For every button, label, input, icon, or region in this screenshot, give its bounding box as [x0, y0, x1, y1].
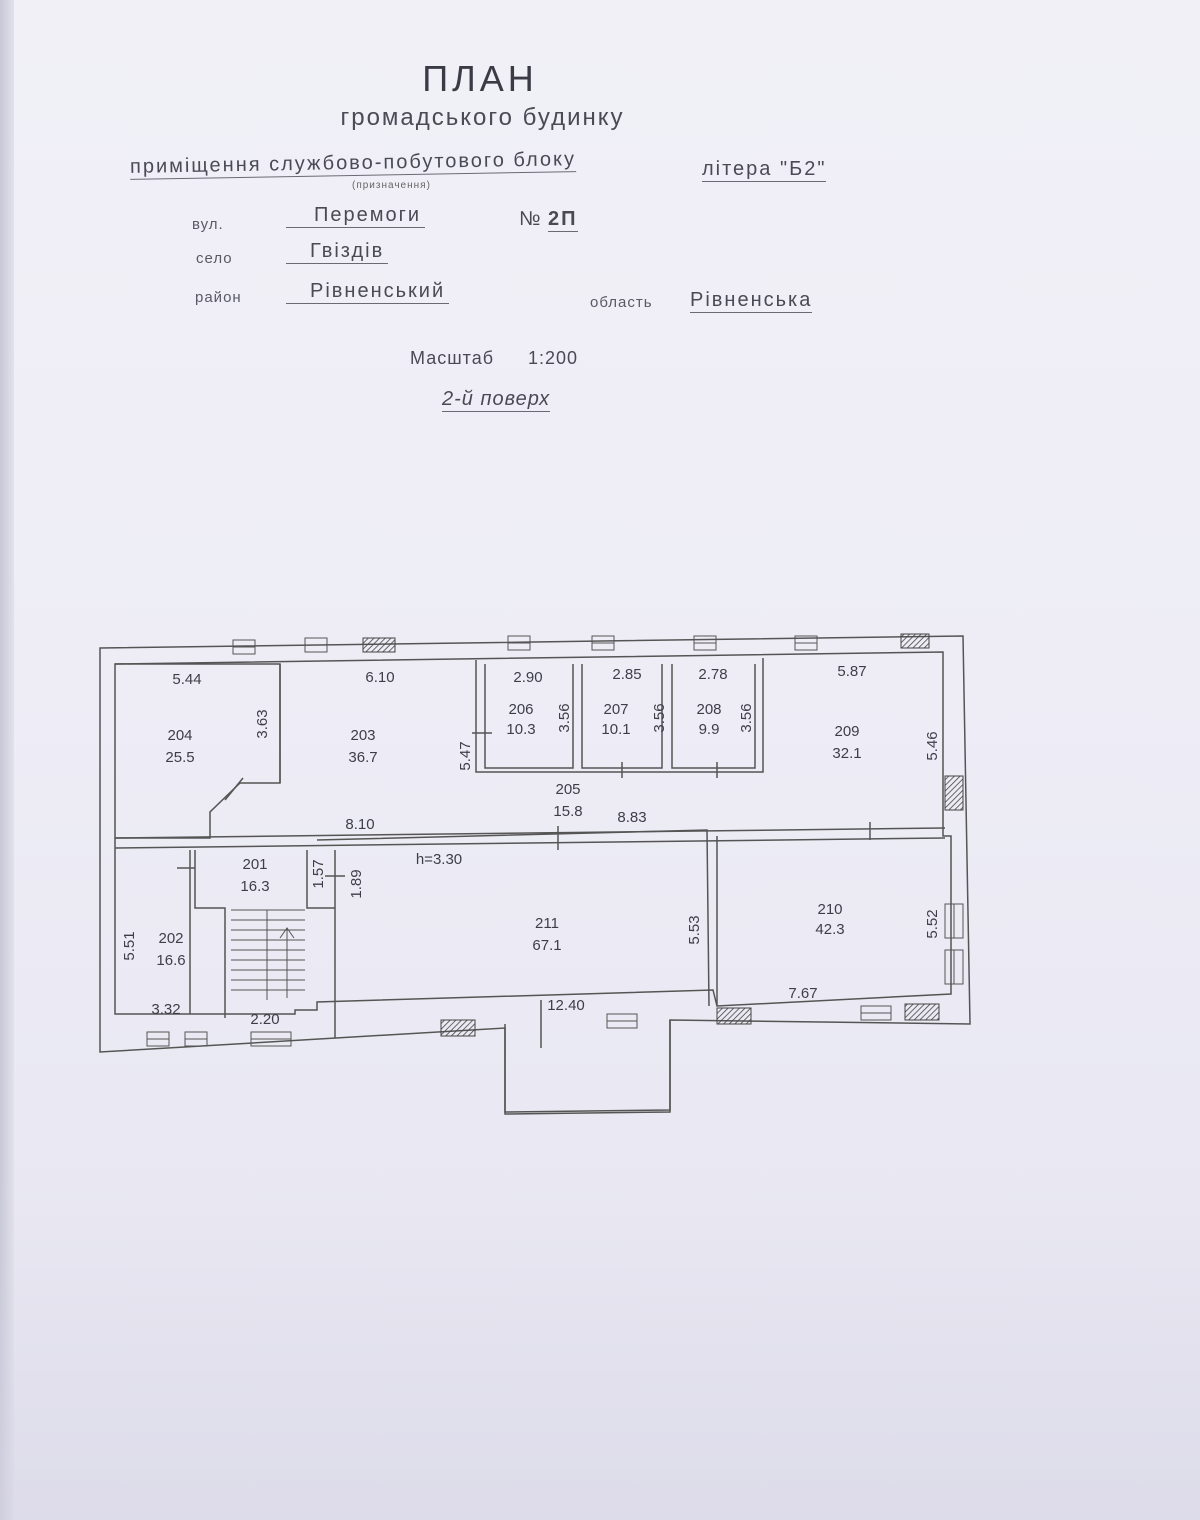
- scale-label: Масштаб: [410, 348, 495, 368]
- district-value: Рівненський: [286, 280, 450, 304]
- dim-corridor-right: 8.83: [617, 809, 646, 826]
- room-209-area: 32.1: [832, 745, 861, 762]
- room-204-area: 25.5: [165, 749, 194, 766]
- room-203-number: 203: [350, 727, 375, 744]
- room-205-area: 15.8: [553, 803, 582, 820]
- village-label: село: [196, 250, 233, 267]
- room-201-number: 201: [242, 856, 267, 873]
- number-value: 2П: [548, 208, 578, 232]
- street-value: Перемоги: [286, 204, 426, 228]
- scale-value: 1:200: [528, 348, 579, 368]
- room-201-area: 16.3: [240, 878, 269, 895]
- floor-label: 2-й поверх: [442, 388, 551, 412]
- room-207-area: 10.1: [601, 721, 630, 738]
- floor-plan: 204 25.5 203 36.7 206 10.3 207 10.1 208 …: [99, 633, 971, 1115]
- region-value: Рівненська: [690, 289, 813, 313]
- dim-210-width: 7.67: [788, 985, 817, 1002]
- dim-206-width: 2.90: [513, 669, 542, 686]
- street-label: вул.: [192, 216, 224, 233]
- room-203-area: 36.7: [348, 749, 377, 766]
- dim-208-width: 2.78: [698, 666, 727, 683]
- document-title: ПЛАН: [422, 58, 538, 99]
- region-label: область: [590, 294, 653, 311]
- dim-209-height: 5.46: [924, 731, 941, 760]
- dim-202-height: 5.51: [121, 931, 138, 960]
- dim-209-width: 5.87: [837, 663, 866, 680]
- dim-207-width: 2.85: [612, 666, 641, 683]
- village-value: Гвіздів: [286, 240, 389, 264]
- photo-shadow: [0, 1180, 1200, 1520]
- purpose-field: приміщення службово-побутового блоку: [129, 148, 577, 180]
- page-edge: [0, 0, 14, 1520]
- room-208-number: 208: [696, 701, 721, 718]
- purpose-caption: (призначення): [352, 180, 431, 191]
- dim-201-height-a: 1.57: [310, 859, 327, 888]
- room-210-area: 42.3: [815, 921, 844, 938]
- room-202-number: 202: [158, 930, 183, 947]
- room-208-area: 9.9: [699, 721, 720, 738]
- room-206-area: 10.3: [506, 721, 535, 738]
- dim-corridor-left: 8.10: [345, 816, 374, 833]
- dim-202-width: 3.32: [151, 1001, 180, 1018]
- dim-204-width: 5.44: [172, 671, 201, 688]
- room-211-number: 211: [535, 915, 559, 932]
- room-209-number: 209: [834, 723, 859, 740]
- room-205-number: 205: [555, 781, 580, 798]
- litera-field: літера "Б2": [702, 158, 827, 182]
- dim-208-height: 3.56: [738, 703, 755, 732]
- dim-203-height: 5.47: [457, 741, 474, 770]
- dim-211-height: 5.53: [686, 915, 703, 944]
- dim-stair-width: 2.20: [250, 1011, 279, 1028]
- dim-211-width: 12.40: [547, 997, 585, 1014]
- dim-210-height: 5.52: [924, 909, 941, 938]
- room-202-area: 16.6: [156, 952, 185, 969]
- room-207-number: 207: [603, 701, 628, 718]
- room-211-area: 67.1: [532, 937, 561, 954]
- district-label: район: [195, 289, 242, 306]
- dim-207-height: 3.56: [651, 703, 668, 732]
- dim-206-height: 3.56: [556, 703, 573, 732]
- height-note: h=3.30: [416, 851, 462, 868]
- number-label: №: [519, 208, 543, 230]
- dim-204-height: 3.63: [254, 709, 271, 738]
- room-210-number: 210: [817, 901, 842, 918]
- room-206-number: 206: [508, 701, 533, 718]
- document-subtitle: громадського будинку: [340, 104, 625, 131]
- dim-203-width: 6.10: [365, 669, 394, 686]
- room-204-number: 204: [167, 727, 192, 744]
- dim-201-height-b: 1.89: [348, 869, 365, 898]
